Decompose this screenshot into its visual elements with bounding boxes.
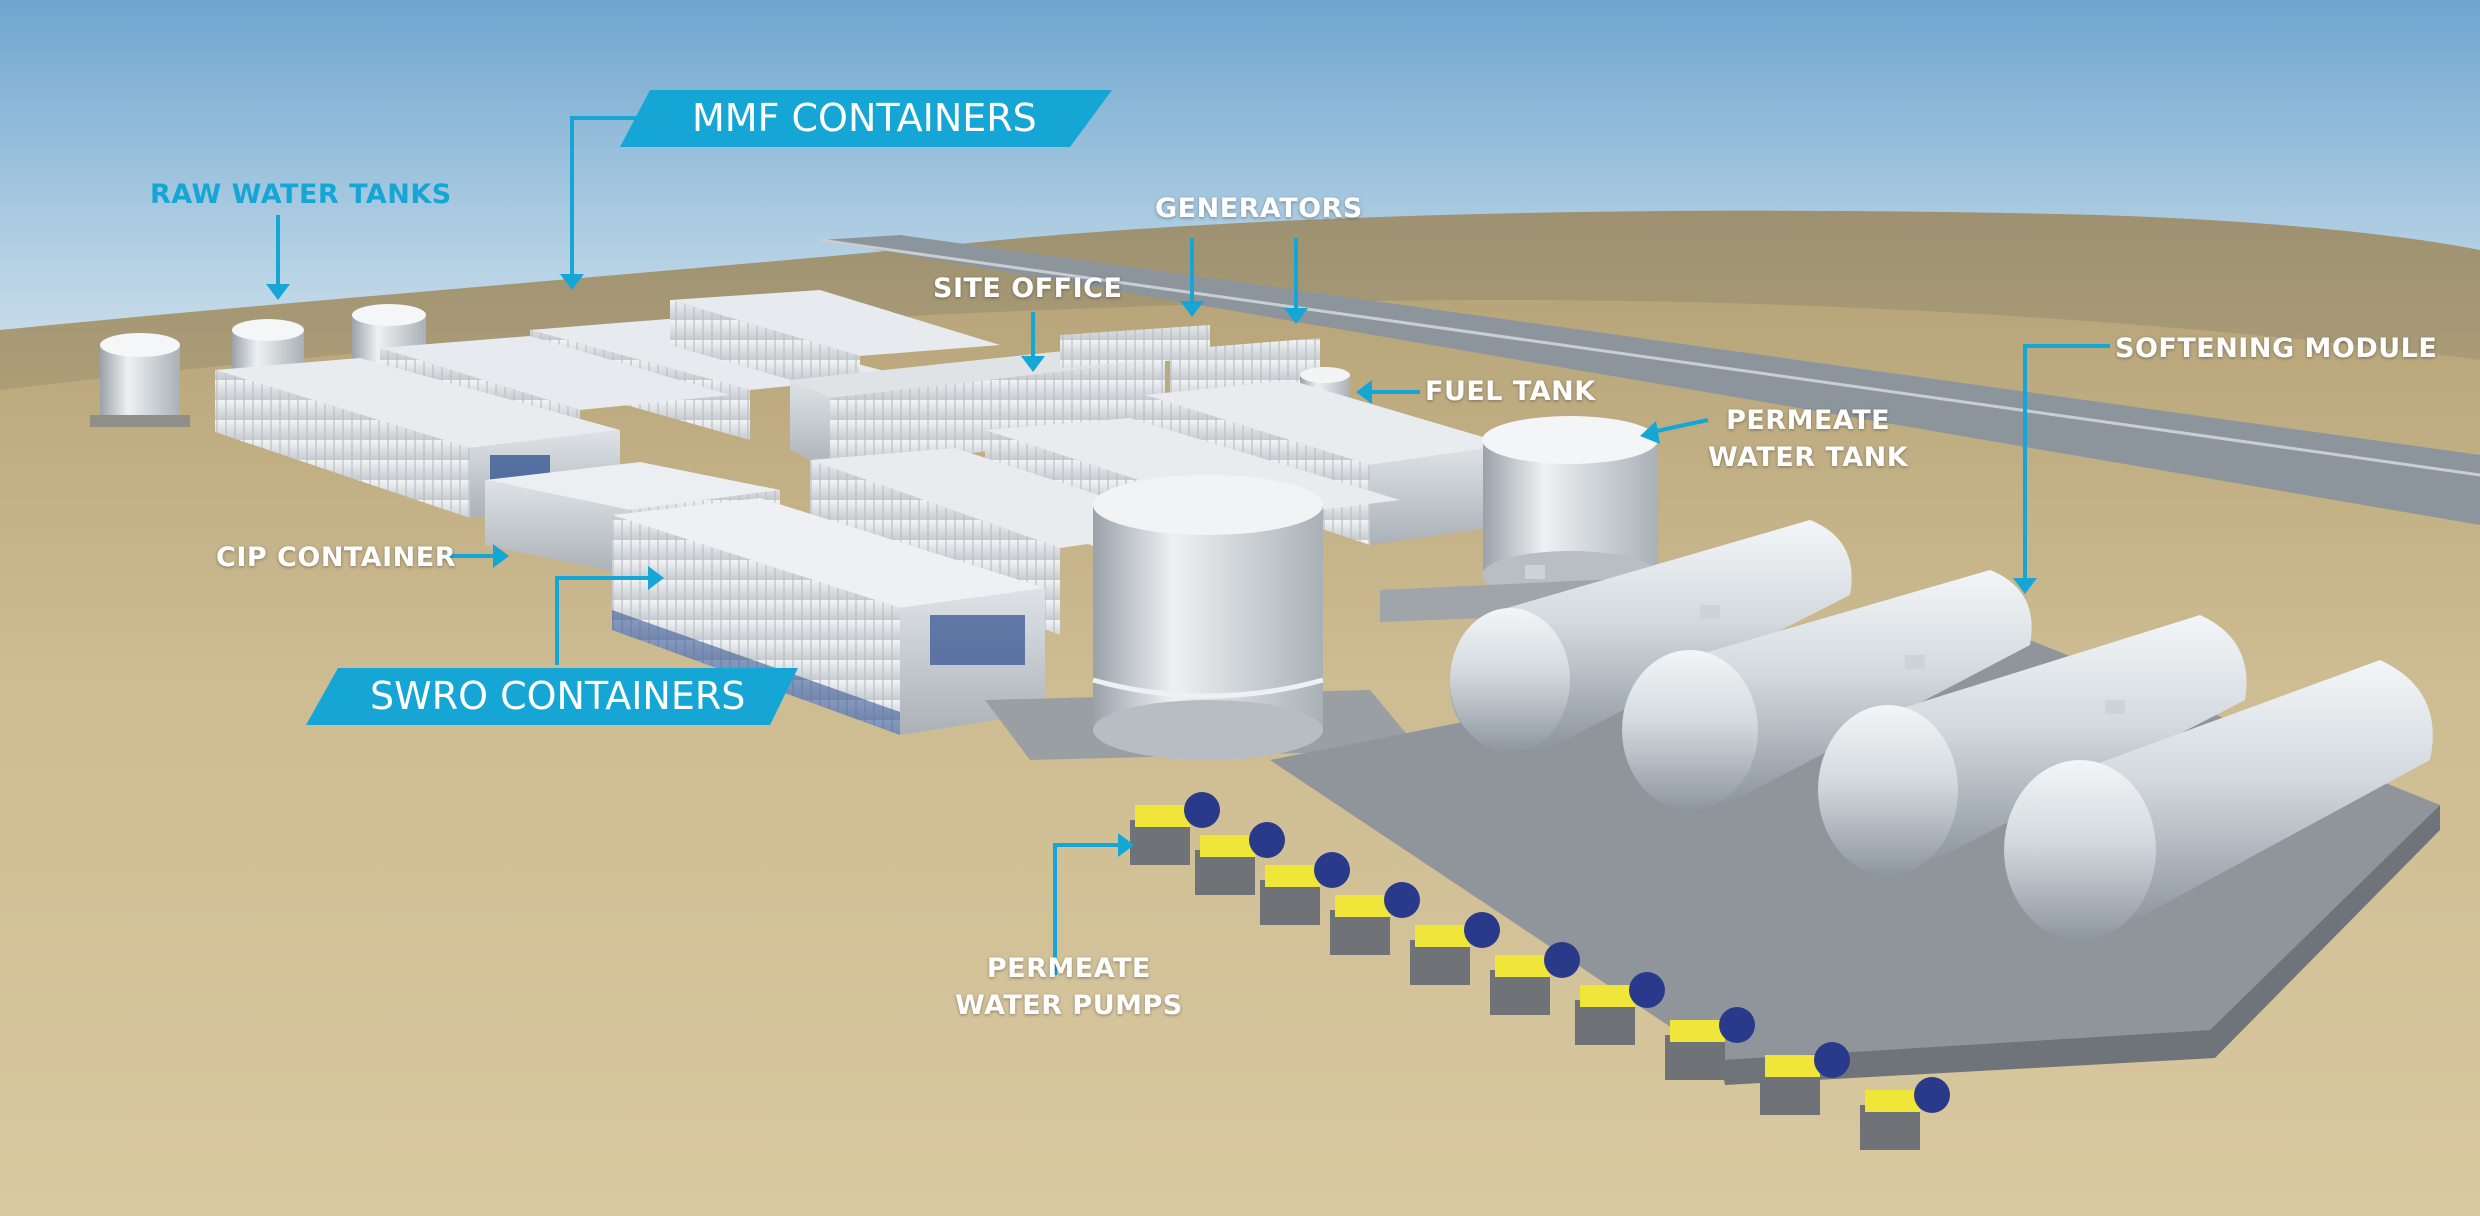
permeate-water-pumps-line2: WATER PUMPS: [955, 990, 1183, 1021]
permeate-water-tank-line1: PERMEATE: [1726, 405, 1891, 436]
permeate-water-pumps-label: PERMEATE WATER PUMPS: [955, 950, 1183, 1024]
swro-banner: [306, 668, 798, 725]
permeate-water-pumps-line1: PERMEATE: [986, 953, 1151, 984]
cip-container-label: CIP CONTAINER: [216, 542, 457, 573]
permeate-water-tank-label: PERMEATE WATER TANK: [1708, 402, 1908, 476]
raw-water-tanks-label: RAW WATER TANKS: [150, 179, 452, 210]
softening-module-label: SOFTENING MODULE: [2115, 333, 2438, 364]
fuel-tank-label: FUEL TANK: [1425, 376, 1596, 407]
mmf-banner: [620, 90, 1112, 147]
permeate-water-tank-line2: WATER TANK: [1708, 442, 1909, 473]
site-office-label: SITE OFFICE: [933, 273, 1123, 304]
mmf-containers-label: MMF CONTAINERS: [692, 96, 1037, 140]
swro-containers-label: SWRO CONTAINERS: [370, 674, 746, 718]
generators-label: GENERATORS: [1155, 193, 1363, 224]
